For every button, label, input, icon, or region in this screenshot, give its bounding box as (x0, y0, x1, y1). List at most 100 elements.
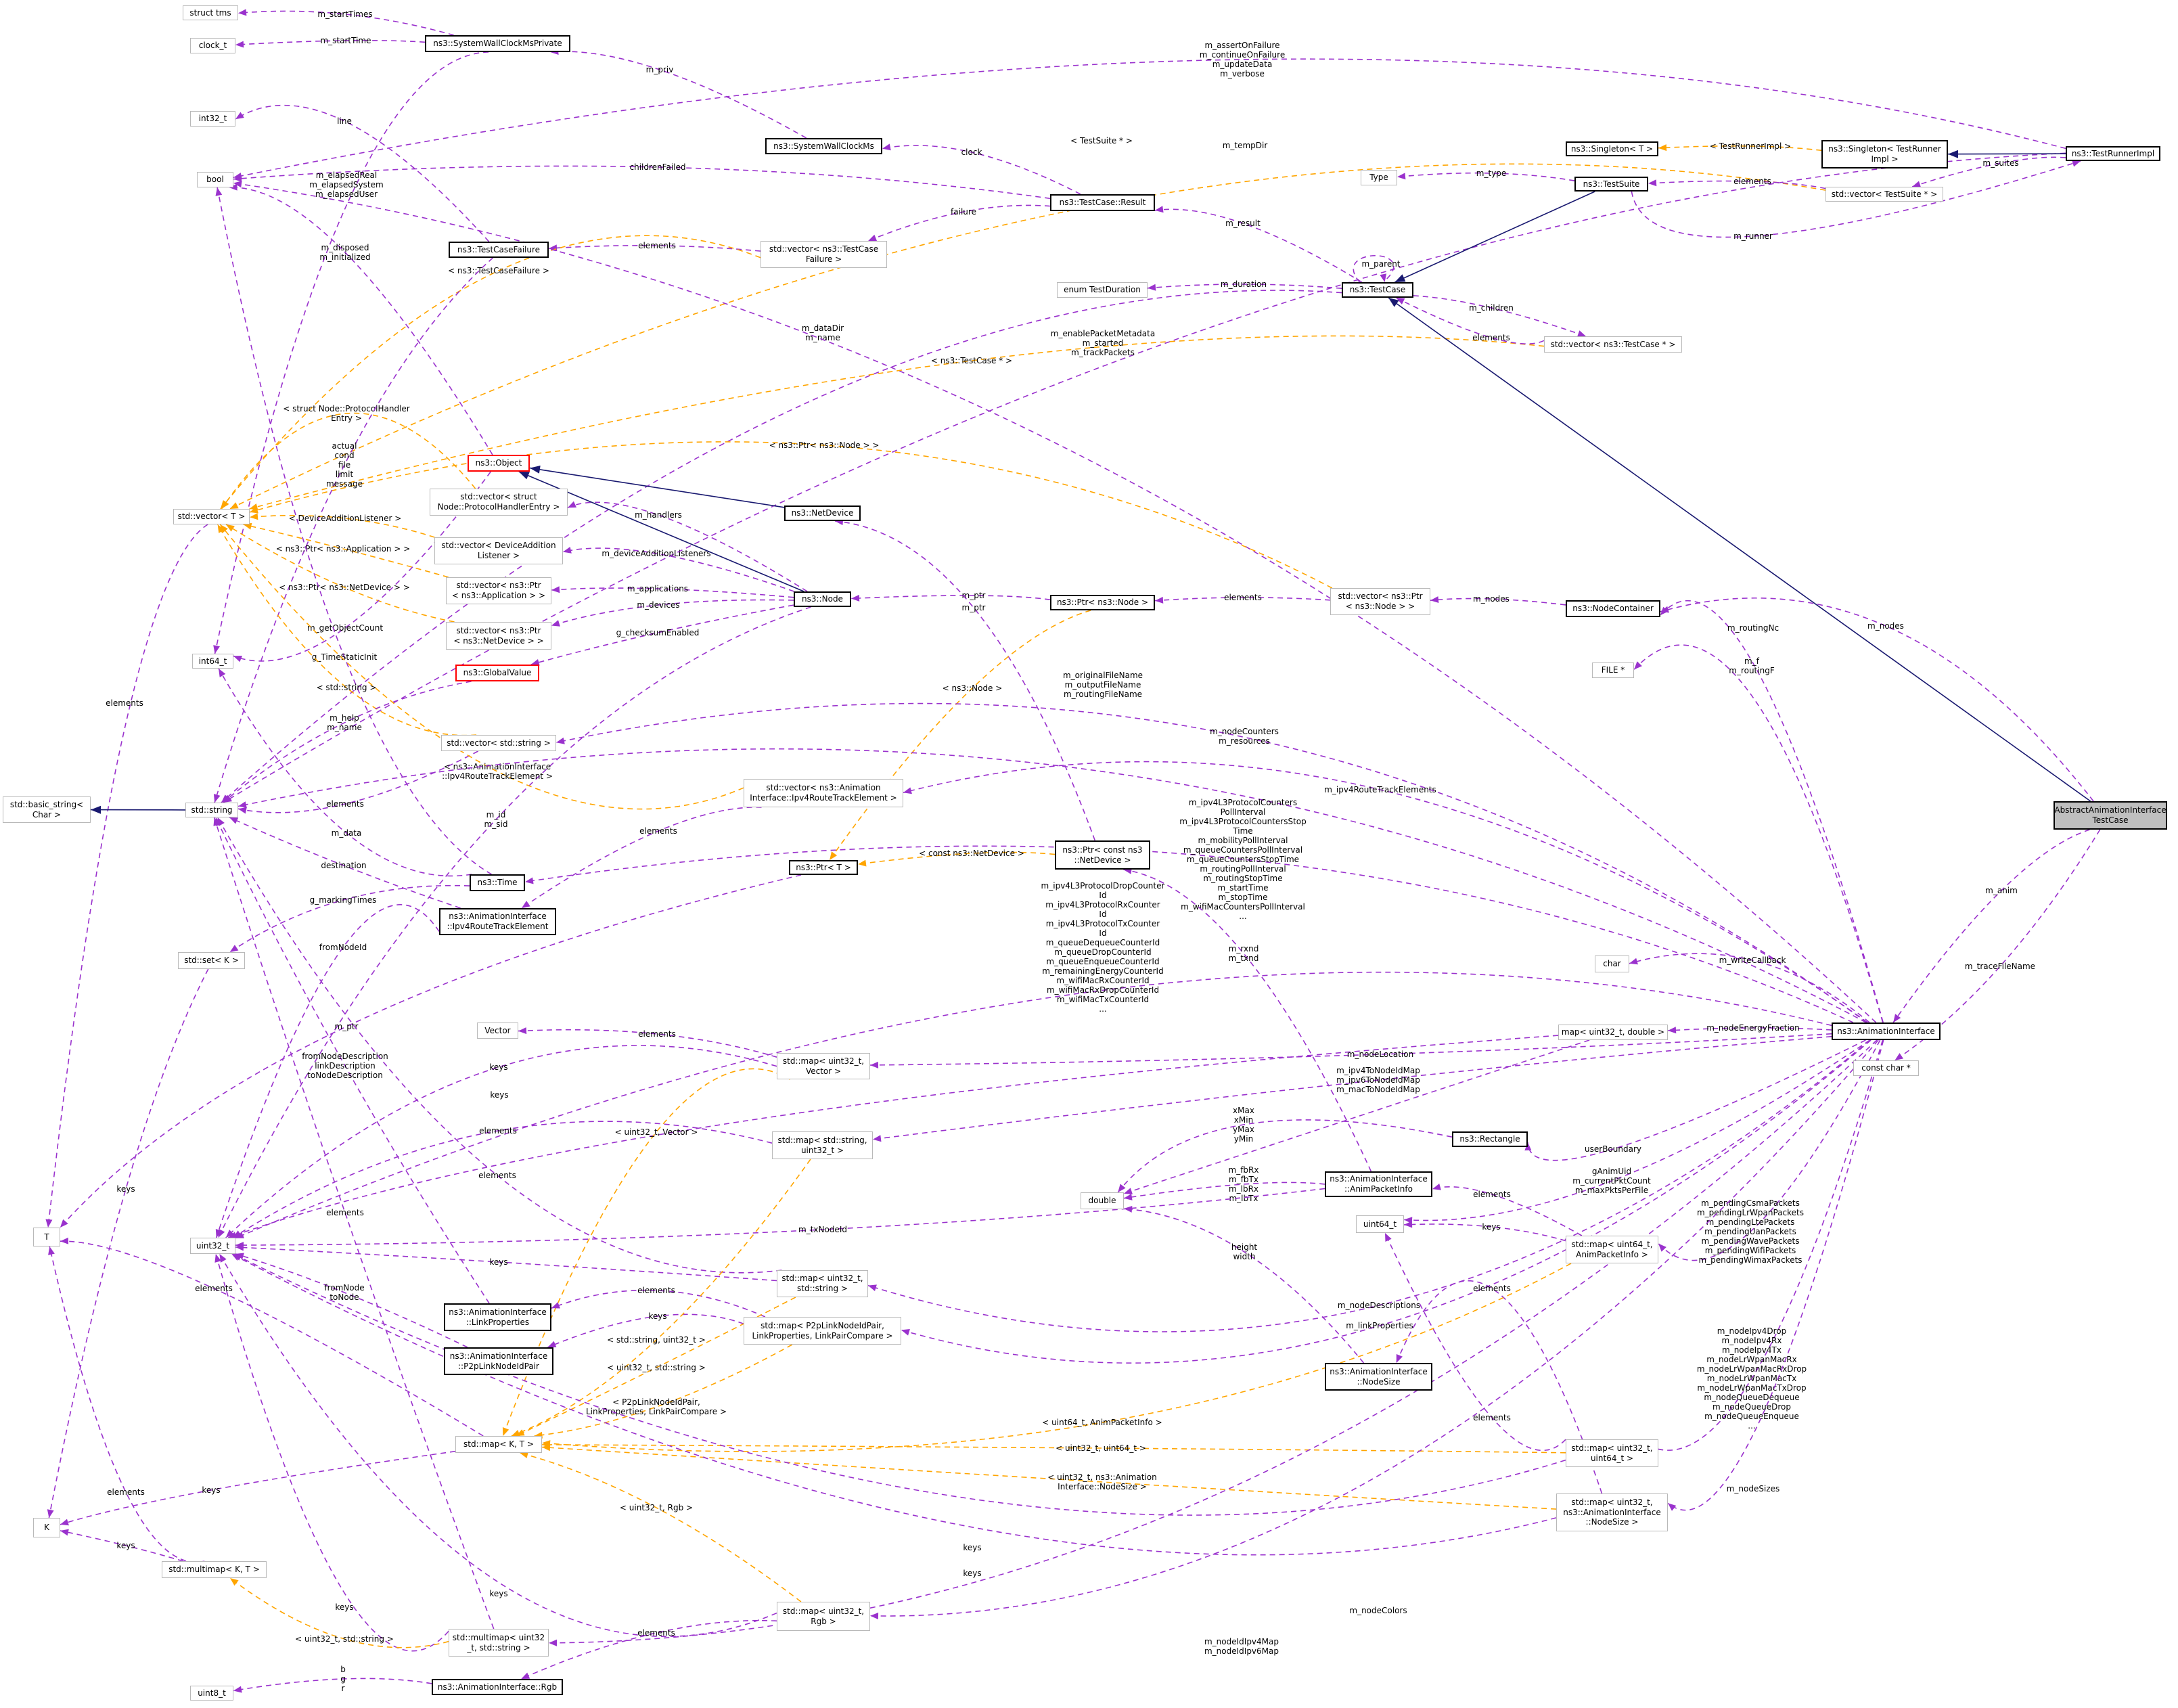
edge-arrowhead (1124, 1194, 1133, 1200)
edge-anim-mapU64API (1658, 1039, 1881, 1261)
edge-arrowhead (518, 1027, 527, 1035)
edge-arrowhead (551, 586, 560, 593)
node-api[interactable]: ns3::AnimationInterface ::AnimPacketInfo (1325, 1171, 1432, 1197)
node-mapU32Dbl: map< uint32_t, double > (1558, 1025, 1668, 1040)
edge-api-uint32 (235, 1188, 1325, 1246)
edge-arrowhead (1148, 284, 1156, 291)
node-ptrNode[interactable]: ns3::Ptr< ns3::Node > (1050, 595, 1155, 610)
node-type: Type (1361, 170, 1397, 185)
edge-tcFail-str (214, 257, 493, 803)
edge-obj-int64 (233, 471, 491, 662)
edge-arrowhead (1124, 1188, 1133, 1194)
node-tcResult[interactable]: ns3::TestCase::Result (1050, 194, 1155, 211)
node-rect[interactable]: ns3::Rectangle (1452, 1131, 1528, 1147)
edge-anim-mapU32Dbl (1667, 1027, 1832, 1031)
edge-arrowhead (250, 506, 258, 514)
edge-arrowhead (851, 594, 860, 602)
node-lp[interactable]: ns3::AnimationInterface ::LinkProperties (444, 1303, 551, 1331)
edge-arrowhead (1388, 298, 1399, 307)
edge-p2p-uint32 (235, 1253, 468, 1348)
node-node[interactable]: ns3::Node (794, 591, 851, 607)
edge-arrowhead (868, 234, 878, 242)
edge-arrowhead (1385, 1233, 1392, 1242)
edge-node-obj (518, 471, 804, 592)
edge-label: elements (637, 1628, 675, 1638)
edge-arrowhead (217, 524, 225, 533)
edge-arrowhead (518, 472, 530, 480)
edge-vecND-vecT (225, 524, 455, 623)
edge-arrowhead (1155, 206, 1164, 213)
node-gv[interactable]: ns3::GlobalValue (455, 665, 539, 681)
node-singT[interactable]: ns3::Singleton< T > (1566, 141, 1658, 156)
edge-anim-mapU32Rgb (869, 1039, 1879, 1617)
node-ptrCND[interactable]: ns3::Ptr< const ns3 ::NetDevice > (1055, 840, 1150, 870)
edge-arrowhead (903, 787, 912, 794)
node-tri[interactable]: ns3::TestRunnerImpl (2066, 146, 2160, 161)
edge-tCase-vecTC (1413, 295, 1587, 337)
node-netDev[interactable]: ns3::NetDevice (784, 505, 861, 521)
node-sysPriv[interactable]: ns3::SystemWallClockMsPrivate (425, 35, 570, 52)
edge-arrowhead (233, 1686, 242, 1693)
node-vecStr: std::vector< std::string > (441, 735, 556, 751)
node-tcFail[interactable]: ns3::TestCaseFailure (449, 242, 549, 258)
edge-mapU32NS-uint32 (231, 1253, 1557, 1556)
edge-label: m_tempDir (1223, 141, 1268, 150)
edge-vecT-T (47, 524, 208, 1228)
edge-arrowhead (250, 513, 258, 520)
edge-arrowhead (243, 522, 252, 530)
edge-arrowhead (217, 817, 225, 826)
edge-arrowhead (60, 1219, 68, 1228)
edge-arrowhead (1668, 1027, 1677, 1034)
edge-label: m_result (1225, 219, 1261, 228)
node-singTRI[interactable]: ns3::Singleton< TestRunner Impl > (1821, 140, 1948, 168)
edge-arrowhead (1396, 1354, 1403, 1363)
node-int32: int32_t (190, 111, 235, 127)
edge-label: g_TimeStaticInit (312, 652, 378, 662)
edge-vecPHE-vecT (221, 412, 476, 510)
edge-arrowhead (229, 502, 239, 509)
node-tCase[interactable]: ns3::TestCase (1342, 282, 1413, 298)
edge-anim-mapU32NS (1667, 1039, 1884, 1511)
edge-label: m_routingNc (1727, 623, 1779, 633)
edge-sysPriv-structTms (237, 10, 454, 36)
node-rte[interactable]: ns3::AnimationInterface ::Ipv4RouteTrack… (439, 908, 556, 935)
edge-anim-uint64 (1403, 1039, 1871, 1221)
edge-sysMs-sysPriv (550, 51, 807, 139)
node-mapU64API: std::map< uint64_t, AnimPacketInfo > (1566, 1236, 1658, 1263)
edge-lp-str (214, 817, 490, 1304)
node-ptrT[interactable]: ns3::Ptr< T > (789, 860, 858, 875)
edge-label: < uint32_t, std::string > (295, 1634, 394, 1644)
edge-arrowhead (60, 1519, 69, 1526)
edge-label: < ns3::Ptr< ns3::NetDevice > > (279, 583, 410, 592)
node-anim[interactable]: ns3::AnimationInterface (1832, 1022, 1941, 1040)
node-sysMs[interactable]: ns3::SystemWallClockMs (765, 138, 882, 154)
edge-tSuite-type (1397, 172, 1575, 181)
node-time[interactable]: ns3::Time (470, 874, 525, 891)
node-mapU32Str: std::map< uint32_t, std::string > (777, 1270, 868, 1297)
edge-label: keys (1482, 1222, 1500, 1232)
node-vecDAL: std::vector< DeviceAddition Listener > (434, 537, 563, 564)
node-vecPHE: std::vector< struct Node::ProtocolHandle… (430, 489, 568, 516)
edge-mmU32Str-str (213, 817, 495, 1630)
node-p2p[interactable]: ns3::AnimationInterface ::P2pLinkNodeIdP… (444, 1347, 553, 1375)
node-tSuite[interactable]: ns3::TestSuite (1574, 177, 1648, 192)
node-obj[interactable]: ns3::Object (468, 455, 530, 472)
edge-arrowhead (1658, 1243, 1666, 1252)
edge-label: elements (106, 698, 143, 708)
node-vecND: std::vector< ns3::Ptr < ns3::NetDevice >… (446, 622, 551, 650)
edge-arrowhead (233, 656, 242, 662)
node-nodeSize[interactable]: ns3::AnimationInterface ::NodeSize (1325, 1363, 1432, 1391)
edge-label: m_getObjectCount (307, 623, 383, 633)
edge-label: userBoundary (1585, 1144, 1641, 1154)
edge-mapU32NS-mapKT (541, 1446, 1557, 1510)
edge-arrowhead (213, 645, 220, 654)
node-nc[interactable]: ns3::NodeContainer (1566, 600, 1660, 617)
edge-arrowhead (516, 1429, 525, 1436)
node-rgb[interactable]: ns3::AnimationInterface::Rgb (432, 1679, 563, 1695)
